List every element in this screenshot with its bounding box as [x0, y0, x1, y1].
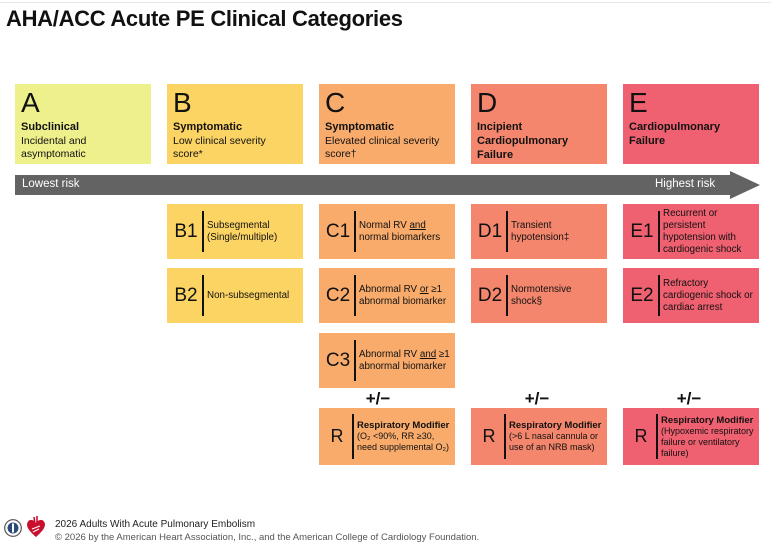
- subcategory-b2: B2 Non-subsegmental: [167, 268, 303, 323]
- subcategory-text: Normal RV and normal biomarkers: [359, 219, 441, 243]
- subcategory-code: D2: [477, 284, 503, 306]
- modifier-code: R: [330, 426, 344, 446]
- subcategory-text: Recurrent or persistent hypotension with…: [663, 207, 742, 255]
- category-name: Cardiopulmonary Failure: [629, 121, 721, 147]
- modifier-code: R: [482, 426, 496, 446]
- footer-copyright: © 2026 by the American Heart Association…: [55, 532, 480, 543]
- modifier-code: R: [634, 426, 648, 446]
- subcategory-code: C1: [325, 220, 351, 242]
- subcategory-text: Abnormal RV or ≥1 abnormal biomarker: [359, 283, 447, 307]
- separator: [658, 275, 660, 316]
- separator: [354, 275, 356, 316]
- category-name: Subclinical: [21, 121, 80, 133]
- subcategory-text: Abnormal RV and ≥1 abnormal biomarker: [359, 348, 450, 372]
- acc-logo-icon: [4, 519, 22, 537]
- subcategory-c3: C3 Abnormal RV and ≥1 abnormal biomarker: [319, 333, 455, 388]
- separator: [504, 414, 506, 459]
- category-letter: C: [325, 87, 346, 118]
- respiratory-modifier-c: R Respiratory Modifier (O₂ <90%, RR ≥30,…: [319, 408, 455, 465]
- subcategory-code: B1: [174, 220, 198, 242]
- subcategory-text: Subsegmental (Single/multiple): [207, 219, 278, 243]
- risk-arrow: [15, 171, 760, 199]
- separator: [352, 414, 354, 459]
- subcategory-text: Normotensive shock§: [511, 283, 572, 307]
- separator: [202, 275, 204, 316]
- highest-risk-label: Highest risk: [655, 178, 716, 190]
- respiratory-modifier-e: R Respiratory Modifier (Hypoxemic respir…: [623, 408, 759, 465]
- respiratory-modifier-d: R Respiratory Modifier (>6 L nasal cannu…: [471, 408, 607, 465]
- modifier-text: (Hypoxemic respiratory failure or ventil…: [661, 425, 754, 458]
- modifier-title: Respiratory Modifier: [357, 420, 450, 431]
- separator: [506, 211, 508, 252]
- category-d: D Incipient Cardiopulmonary Failure: [471, 84, 607, 164]
- subcategory-c2: C2 Abnormal RV or ≥1 abnormal biomarker: [319, 268, 455, 323]
- plus-minus-e: +/−: [676, 389, 702, 408]
- subcategory-text: Non-subsegmental: [207, 289, 290, 301]
- category-desc: Low clinical severity score*: [173, 135, 266, 160]
- subcategory-text: Refractory cardiogenic shock or cardiac …: [663, 277, 753, 313]
- category-name: Incipient Cardiopulmonary Failure: [477, 121, 569, 161]
- category-desc: Elevated clinical severity score†: [325, 135, 440, 160]
- category-name: Symptomatic: [325, 121, 395, 133]
- top-divider: [0, 2, 771, 3]
- separator: [506, 275, 508, 316]
- subcategory-d2: D2 Normotensive shock§: [471, 268, 607, 323]
- separator: [202, 211, 204, 252]
- subcategory-code: E1: [630, 220, 654, 242]
- category-a: A Subclinical Incidental and asymptomati…: [15, 84, 151, 164]
- subcategory-code: E2: [630, 284, 654, 306]
- subcategory-code: D1: [477, 220, 503, 242]
- separator: [354, 340, 356, 381]
- lowest-risk-label: Lowest risk: [22, 178, 80, 190]
- subcategory-b1: B1 Subsegmental (Single/multiple): [167, 204, 303, 259]
- modifier-text: (>6 L nasal cannula or use of an NRB mas…: [509, 431, 598, 452]
- category-name: Symptomatic: [173, 121, 243, 133]
- category-b: B Symptomatic Low clinical severity scor…: [167, 84, 303, 164]
- separator: [658, 211, 660, 252]
- subcategory-code: B2: [174, 284, 198, 306]
- category-desc: Incidental and asymptomatic: [21, 135, 87, 160]
- subcategory-e1: E1 Recurrent or persistent hypotension w…: [623, 204, 759, 259]
- category-letter: E: [629, 87, 648, 118]
- subcategory-code: C3: [325, 349, 351, 371]
- modifier-title: Respiratory Modifier: [661, 414, 754, 426]
- aha-heart-logo-icon: [25, 515, 47, 539]
- separator: [656, 414, 658, 459]
- subcategory-text: Transient hypotension‡: [511, 219, 570, 243]
- subcategory-code: C2: [325, 284, 351, 306]
- page-title: AHA/ACC Acute PE Clinical Categories: [6, 6, 403, 31]
- category-letter: B: [173, 87, 192, 118]
- modifier-title: Respiratory Modifier: [509, 420, 602, 431]
- separator: [354, 211, 356, 252]
- plus-minus-d: +/−: [524, 389, 550, 408]
- subcategory-e2: E2 Refractory cardiogenic shock or cardi…: [623, 268, 759, 323]
- modifier-text: (O₂ <90%, RR ≥30, need supplemental O₂): [357, 431, 450, 452]
- plus-minus-c: +/−: [365, 389, 391, 408]
- category-letter: D: [477, 87, 498, 118]
- category-e: E Cardiopulmonary Failure: [623, 84, 759, 164]
- category-c: C Symptomatic Elevated clinical severity…: [319, 84, 455, 164]
- footer-title: 2026 Adults With Acute Pulmonary Embolis…: [55, 519, 256, 530]
- category-letter: A: [21, 87, 40, 118]
- subcategory-d1: D1 Transient hypotension‡: [471, 204, 607, 259]
- subcategory-c1: C1 Normal RV and normal biomarkers: [319, 204, 455, 259]
